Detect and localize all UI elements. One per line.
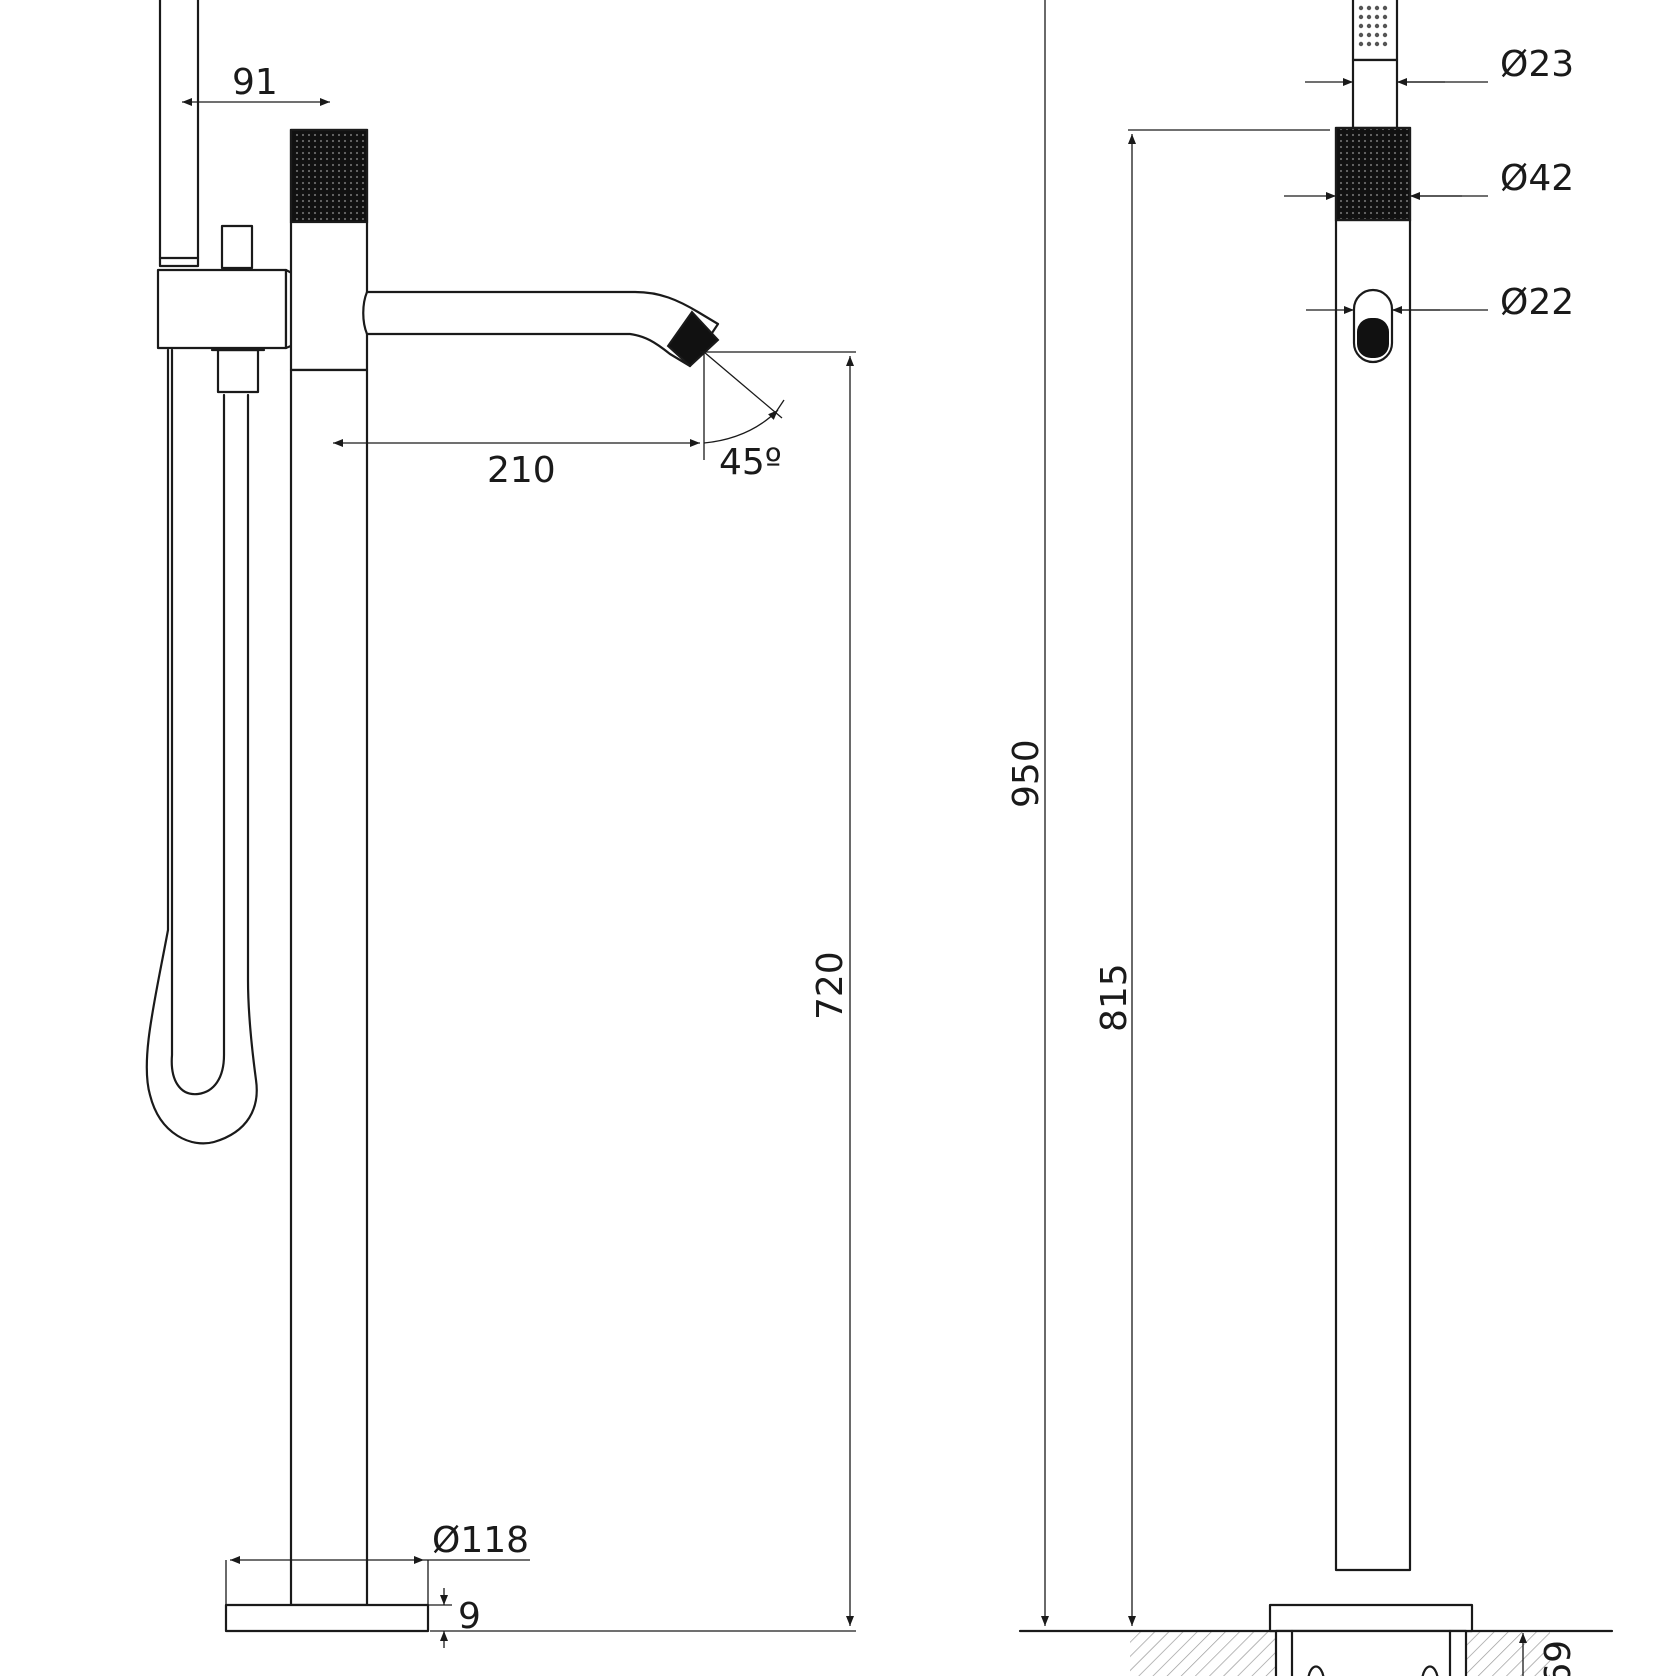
mixer-body: [289, 128, 369, 1607]
base-plate: [224, 1603, 430, 1633]
dim-body-height: 815: [1094, 963, 1135, 1032]
dim-base-thickness: 9: [458, 1596, 481, 1637]
front-view: Ø23 Ø42 Ø22 950 815 69: [1006, 0, 1614, 1676]
spout-outlet: [1352, 288, 1394, 364]
dim-floor-depth: 69: [1535, 1640, 1576, 1676]
dim-spout-angle: 45º: [719, 442, 782, 483]
spout: [362, 290, 720, 368]
side-view: 91 210 45º 720 Ø118 9: [145, 0, 856, 1648]
hand-shower: [158, 0, 200, 268]
dim-base-diameter: Ø118: [432, 1520, 529, 1561]
front-body: [1334, 126, 1412, 1572]
knurled-handle: [289, 128, 369, 224]
front-knurled-handle: [1334, 126, 1412, 222]
dim-body-diameter: Ø42: [1500, 158, 1574, 199]
diverter-button: [220, 224, 254, 270]
dim-spout-diameter: Ø22: [1500, 282, 1574, 323]
handset-head: [1351, 0, 1399, 130]
hose-connector: [216, 348, 260, 394]
dim-handset-diameter: Ø23: [1500, 44, 1574, 85]
dim-handset-offset: 91: [232, 62, 278, 103]
in-floor-box: [1274, 1629, 1468, 1676]
front-base-plate: [1268, 1603, 1474, 1633]
dim-spout-reach: 210: [487, 450, 556, 491]
dim-spout-height: 720: [810, 951, 851, 1020]
dim-total-height: 950: [1006, 739, 1047, 808]
shower-hose: [145, 348, 258, 1145]
